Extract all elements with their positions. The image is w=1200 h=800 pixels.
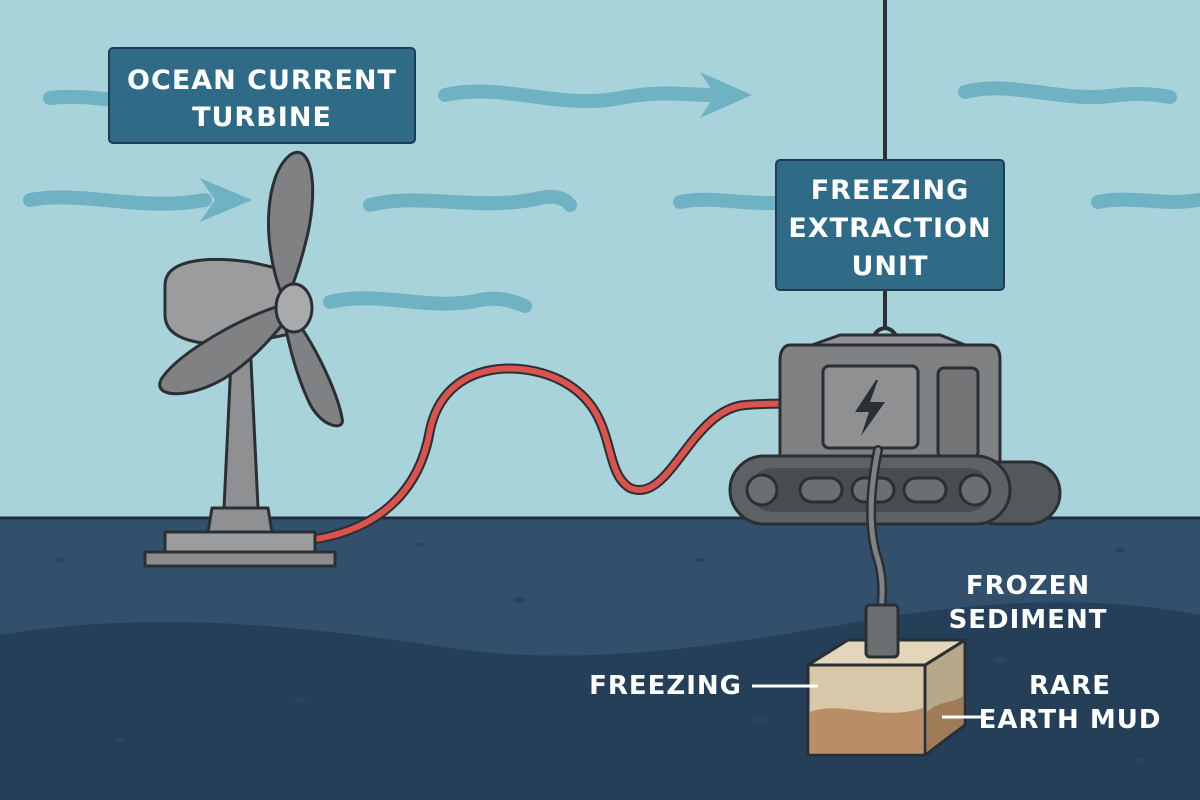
current-arrowhead (700, 72, 752, 118)
extraction-label-line-2: EXTRACTION (788, 213, 991, 244)
turbine-blade (283, 318, 344, 428)
power-cable (305, 363, 837, 545)
turbine-hub (274, 282, 314, 334)
rare-earth-label-line-1: RARE (1029, 671, 1111, 701)
track-wheel (798, 476, 844, 504)
freezing-label: FREEZING (589, 671, 742, 701)
turbine-blade (158, 303, 290, 396)
extraction-unit-label: FREEZING EXTRACTION UNIT (775, 159, 1005, 291)
current-stream (673, 192, 782, 211)
freezing-probe-head (864, 603, 900, 659)
current-stream (958, 81, 1177, 105)
turbine-blade (267, 151, 315, 298)
lightning-bolt-icon (855, 380, 885, 436)
turbine-label-line-2: TURBINE (192, 102, 332, 133)
track-wheel (745, 473, 779, 507)
frozen-sediment-block (806, 638, 967, 757)
current-stream (1091, 192, 1200, 209)
current-stream (23, 190, 212, 211)
track-wheel (902, 476, 948, 504)
unit-top-panel (810, 333, 967, 347)
ocean-currents (23, 72, 1200, 313)
frozen-sediment-label-line-1: FROZEN (966, 571, 1090, 601)
current-stream (438, 84, 717, 109)
turbine-base (163, 530, 317, 554)
turbine-foot (206, 506, 274, 534)
rare-earth-mud-layer (927, 696, 963, 752)
current-arrowhead (200, 178, 252, 222)
freezing-probe-hose (868, 447, 885, 613)
turbine-label: OCEAN CURRENT TURBINE (108, 47, 416, 144)
seabed-speckles (54, 543, 1146, 763)
track-wheel (958, 473, 992, 507)
rare-earth-label-line-2: EARTH MUD (979, 705, 1162, 735)
unit-side-panel (936, 366, 980, 460)
rare-earth-mud-layer (810, 708, 923, 753)
current-stream (363, 189, 577, 212)
turbine-base-plate (143, 550, 337, 568)
ocean-current-turbine (143, 151, 344, 568)
turbine-label-line-1: OCEAN CURRENT (127, 65, 397, 96)
extraction-label-line-3: UNIT (852, 251, 929, 282)
extraction-label-line-1: FREEZING (811, 175, 970, 206)
current-stream (323, 291, 532, 313)
frozen-sediment-label-line-2: SEDIMENT (949, 605, 1108, 635)
